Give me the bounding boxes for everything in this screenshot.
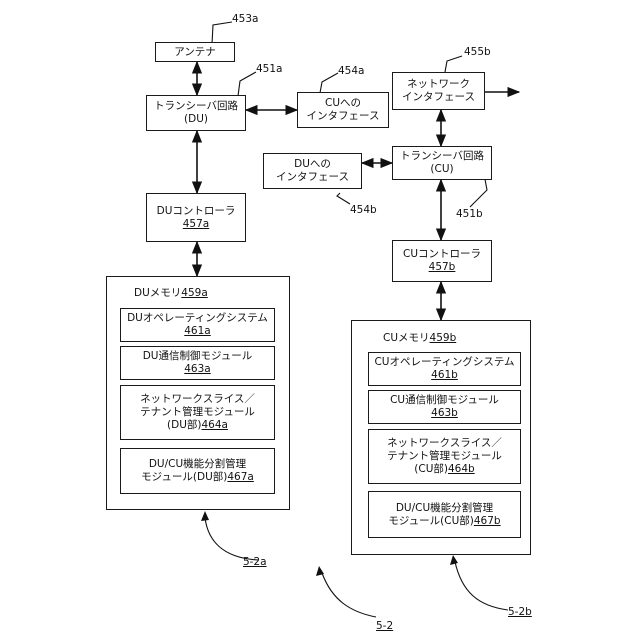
du-os-ref: 461a xyxy=(184,325,210,338)
cu-memory-title: CUメモリ459b xyxy=(383,332,456,345)
cu-comm-ref: 463b xyxy=(431,407,458,420)
cu-comm-module: CU通信制御モジュール 463b xyxy=(368,390,521,424)
cu-os-ref: 461b xyxy=(431,369,458,382)
cu-split-line1: DU/CU機能分割管理 xyxy=(396,502,493,515)
transceiver-cu-sub: (CU) xyxy=(430,163,453,176)
ref-454a: 454a xyxy=(338,65,364,77)
leader-454b xyxy=(337,193,350,204)
network-interface-line1: ネットワーク xyxy=(407,78,470,91)
du-controller-ref: 457a xyxy=(183,218,209,231)
ref-5-2: 5-2 xyxy=(376,620,393,632)
du-controller-label: DUコントローラ xyxy=(157,205,236,218)
transceiver-du-label: トランシーバ回路 xyxy=(154,100,238,113)
transceiver-du-box: トランシーバ回路 (DU) xyxy=(146,95,246,131)
du-slice-line3: (DU部)464a xyxy=(167,419,228,432)
cu-slice-line3: (CU部)464b xyxy=(414,463,474,476)
cu-interface-line1: CUへの xyxy=(325,97,361,110)
ref-451a: 451a xyxy=(256,63,282,75)
cu-os-module: CUオペレーティングシステム 461b xyxy=(368,352,521,386)
leader-451a xyxy=(238,72,256,96)
cu-memory-label: CUメモリ xyxy=(383,332,430,344)
cu-os-label: CUオペレーティングシステム xyxy=(374,356,514,369)
transceiver-du-sub: (DU) xyxy=(184,113,208,126)
ref-451b: 451b xyxy=(456,208,483,220)
cu-split-module: DU/CU機能分割管理 モジュール(CU部)467b xyxy=(368,491,521,538)
cu-split-line2: モジュール(CU部)467b xyxy=(388,515,500,528)
du-slice-module: ネットワークスライス／ テナント管理モジュール (DU部)464a xyxy=(120,385,275,440)
cu-slice-line2: テナント管理モジュール xyxy=(387,450,502,463)
ref-454b: 454b xyxy=(350,204,377,216)
du-split-module: DU/CU機能分割管理 モジュール(DU部)467a xyxy=(120,448,275,494)
du-slice-line2: テナント管理モジュール xyxy=(140,406,255,419)
du-split-line2: モジュール(DU部)467a xyxy=(141,471,254,484)
du-comm-module: DU通信制御モジュール 463a xyxy=(120,346,275,380)
du-memory-label: DUメモリ xyxy=(134,287,181,299)
cu-controller-ref: 457b xyxy=(429,261,456,274)
du-slice-line1: ネットワークスライス／ xyxy=(140,393,255,406)
leader-453a xyxy=(212,22,232,44)
cu-interface-line2: インタフェース xyxy=(307,110,380,123)
ref-453a: 453a xyxy=(232,13,258,25)
du-os-module: DUオペレーティングシステム 461a xyxy=(120,308,275,342)
du-comm-ref: 463a xyxy=(184,363,210,376)
leader-5-2b xyxy=(455,562,508,610)
cu-memory-ref: 459b xyxy=(430,332,457,344)
network-interface-box: ネットワーク インタフェース xyxy=(392,72,485,110)
leader-455b xyxy=(445,56,462,72)
cu-controller-label: CUコントローラ xyxy=(403,248,481,261)
cu-slice-module: ネットワークスライス／ テナント管理モジュール (CU部)464b xyxy=(368,429,521,484)
leader-5-2 xyxy=(322,573,376,617)
cu-controller-box: CUコントローラ 457b xyxy=(392,240,492,282)
du-interface-line2: インタフェース xyxy=(276,171,349,184)
du-comm-label: DU通信制御モジュール xyxy=(143,350,253,363)
du-controller-box: DUコントローラ 457a xyxy=(146,193,246,242)
antenna-box: アンテナ xyxy=(155,42,235,62)
du-memory-title: DUメモリ459a xyxy=(134,287,208,300)
cu-slice-line1: ネットワークスライス／ xyxy=(387,437,502,450)
du-split-line1: DU/CU機能分割管理 xyxy=(149,458,246,471)
cu-interface-box: CUへの インタフェース xyxy=(297,92,389,128)
du-os-label: DUオペレーティングシステム xyxy=(127,312,268,325)
du-memory-ref: 459a xyxy=(181,287,207,299)
ref-455b: 455b xyxy=(464,46,491,58)
transceiver-cu-box: トランシーバ回路 (CU) xyxy=(392,146,492,180)
transceiver-cu-label: トランシーバ回路 xyxy=(400,150,484,163)
du-interface-line1: DUへの xyxy=(294,158,331,171)
leader-454a xyxy=(320,73,338,93)
leader-5-2a xyxy=(205,518,258,560)
cu-comm-label: CU通信制御モジュール xyxy=(390,394,499,407)
network-interface-line2: インタフェース xyxy=(402,91,475,104)
antenna-label: アンテナ xyxy=(174,46,216,59)
ref-5-2b: 5-2b xyxy=(508,606,532,618)
ref-5-2a: 5-2a xyxy=(243,556,267,568)
du-interface-box: DUへの インタフェース xyxy=(263,153,362,189)
